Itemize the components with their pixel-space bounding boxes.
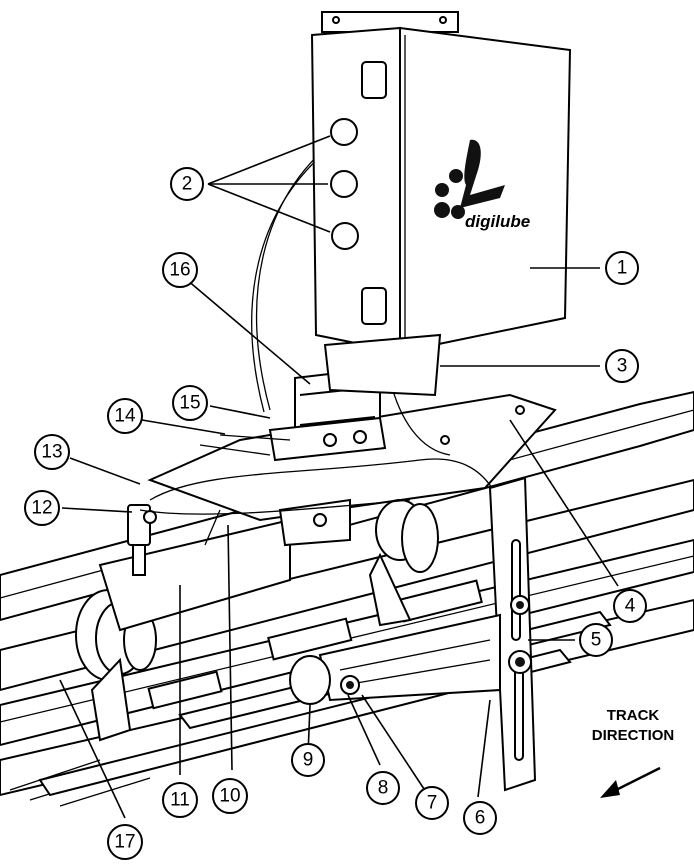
indicator-lights — [330, 118, 359, 250]
callout-8-label: 8 — [378, 778, 389, 799]
callout-13-label: 13 — [41, 442, 62, 463]
callout-16-label: 16 — [169, 260, 190, 281]
logo-text: digilube — [465, 212, 530, 231]
callout-7: 7 — [415, 786, 449, 820]
proximity-sensor — [127, 504, 157, 576]
callout-3-label: 3 — [617, 356, 628, 377]
callout-15-label: 15 — [179, 393, 200, 414]
callout-8: 8 — [366, 771, 400, 805]
callout-7-label: 7 — [427, 793, 438, 814]
trolley-left — [75, 589, 157, 742]
track-direction-line1: TRACK — [606, 707, 660, 724]
track-direction-arrow-icon — [600, 766, 661, 798]
callout-13: 13 — [34, 434, 70, 470]
track-direction-line2: DIRECTION — [591, 727, 675, 744]
callout-12-label: 12 — [31, 498, 52, 519]
callout-6: 6 — [463, 801, 497, 835]
callout-11: 11 — [162, 782, 198, 818]
callout-6-label: 6 — [475, 808, 486, 829]
callout-5: 5 — [579, 623, 613, 657]
callout-17-label: 17 — [114, 832, 135, 853]
callout-14-label: 14 — [114, 406, 136, 427]
brush-assembly-9 — [289, 655, 360, 705]
digilube-logo: digilube — [434, 139, 530, 231]
callout-1-label: 1 — [617, 258, 628, 279]
mounting-plate — [147, 393, 557, 522]
trolley-right — [368, 499, 439, 627]
callout-11-label: 11 — [170, 790, 190, 811]
callout-12: 12 — [24, 490, 60, 526]
callout-3: 3 — [605, 349, 639, 383]
callout-2-label: 2 — [182, 174, 193, 195]
lube-tubing — [139, 139, 493, 546]
callout-4: 4 — [613, 589, 647, 623]
mounting-bracket — [318, 476, 537, 792]
callout-14: 14 — [107, 398, 143, 434]
callout-1: 1 — [605, 251, 639, 285]
callout-2: 2 — [170, 167, 204, 201]
callout-9-label: 9 — [303, 750, 314, 771]
callout-10: 10 — [212, 778, 248, 814]
support-beam — [98, 498, 351, 632]
callout-10-label: 10 — [219, 786, 240, 807]
callout-5-label: 5 — [591, 630, 602, 651]
callout-16: 16 — [162, 252, 198, 288]
callout-4-label: 4 — [625, 596, 636, 617]
leader-lines — [59, 135, 619, 819]
solenoid-valves — [268, 366, 387, 462]
callout-15: 15 — [172, 385, 208, 421]
track-direction-label: TRACK DIRECTION — [578, 706, 688, 746]
callout-17: 17 — [107, 824, 143, 860]
callout-9: 9 — [291, 743, 325, 777]
